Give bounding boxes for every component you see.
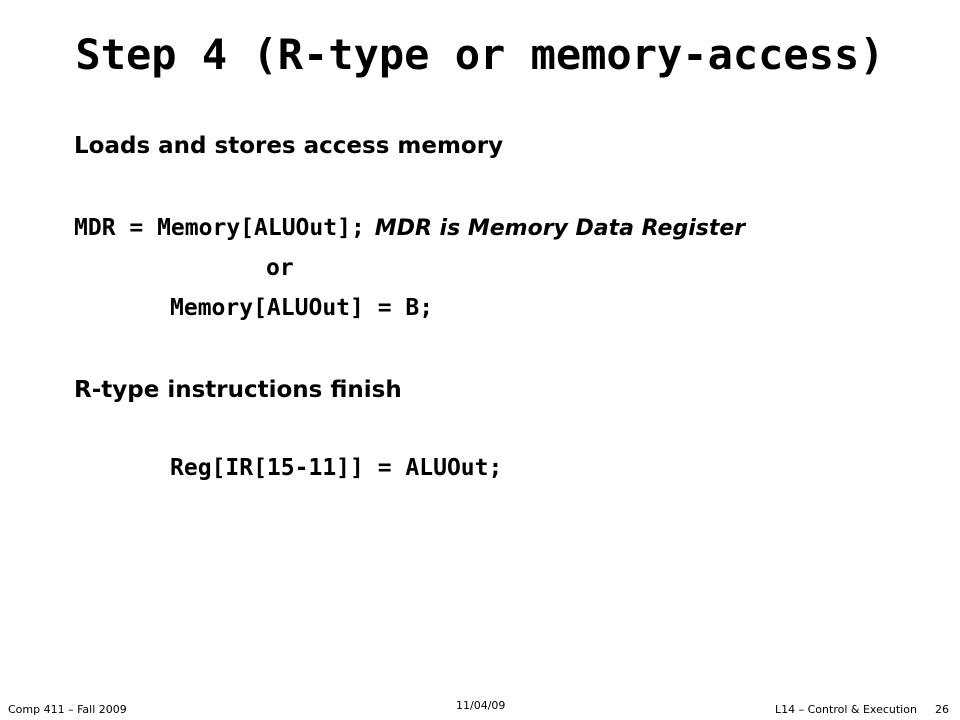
footer-date: 11/04/09 <box>456 699 506 712</box>
code-memory-store: Memory[ALUOut] = B; <box>170 295 434 321</box>
footer-page-number: 26 <box>935 703 949 716</box>
mdr-comment: MDR is Memory Data Register <box>374 216 746 241</box>
code-reg-writeback: Reg[IR[15-11]] = ALUOut; <box>170 455 503 481</box>
footer-lecture: L14 – Control & Execution <box>775 703 917 716</box>
bullet-rtype-finish: R-type instructions finish <box>74 377 402 403</box>
code-mdr-assignment: MDR = Memory[ALUOut]; <box>74 215 365 241</box>
slide-title: Step 4 (R-type or memory-access) <box>75 30 885 79</box>
code-line-mdr: MDR = Memory[ALUOut]; MDR is Memory Data … <box>74 215 745 241</box>
footer-course: Comp 411 – Fall 2009 <box>8 703 127 716</box>
code-or-word: or <box>266 255 294 281</box>
bullet-loads-stores: Loads and stores access memory <box>74 133 504 159</box>
